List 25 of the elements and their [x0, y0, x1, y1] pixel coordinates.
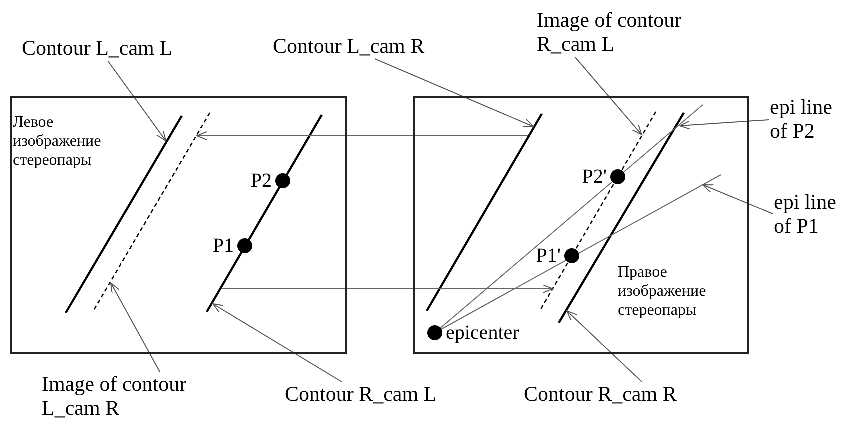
point-label: P1': [535, 245, 562, 267]
leader-line: [566, 310, 642, 382]
callout-label: Contour R_cam L: [285, 382, 437, 406]
leader-line: [574, 56, 642, 136]
leader-line: [702, 184, 774, 214]
leader-line: [680, 120, 770, 130]
leader-line: [108, 60, 166, 142]
frame-caption: Правое изображение стереопары: [618, 263, 708, 320]
leader-line: [212, 304, 342, 382]
frame-caption: Левое изображение стереопары: [13, 113, 102, 170]
point-label: P1: [212, 235, 235, 257]
leader-line: [374, 58, 534, 128]
callout-label: epi line of P2: [770, 95, 854, 143]
callout-label: Contour L_cam L: [22, 36, 172, 60]
point-label: P2: [250, 170, 273, 192]
callout-label: Contour R_cam R: [524, 382, 677, 406]
callout-label: epi line of P1: [774, 190, 856, 238]
point-label: epicenter: [445, 322, 520, 344]
leader-line: [110, 282, 160, 372]
callout-label: Contour L_cam R: [273, 34, 425, 58]
callout-label: Image of contour R_cam L: [537, 8, 702, 56]
callout-label: Image of contour L_cam R: [42, 372, 207, 420]
point-label: P2': [581, 166, 608, 188]
image-frame: [10, 96, 347, 354]
image-frame: [413, 96, 749, 354]
